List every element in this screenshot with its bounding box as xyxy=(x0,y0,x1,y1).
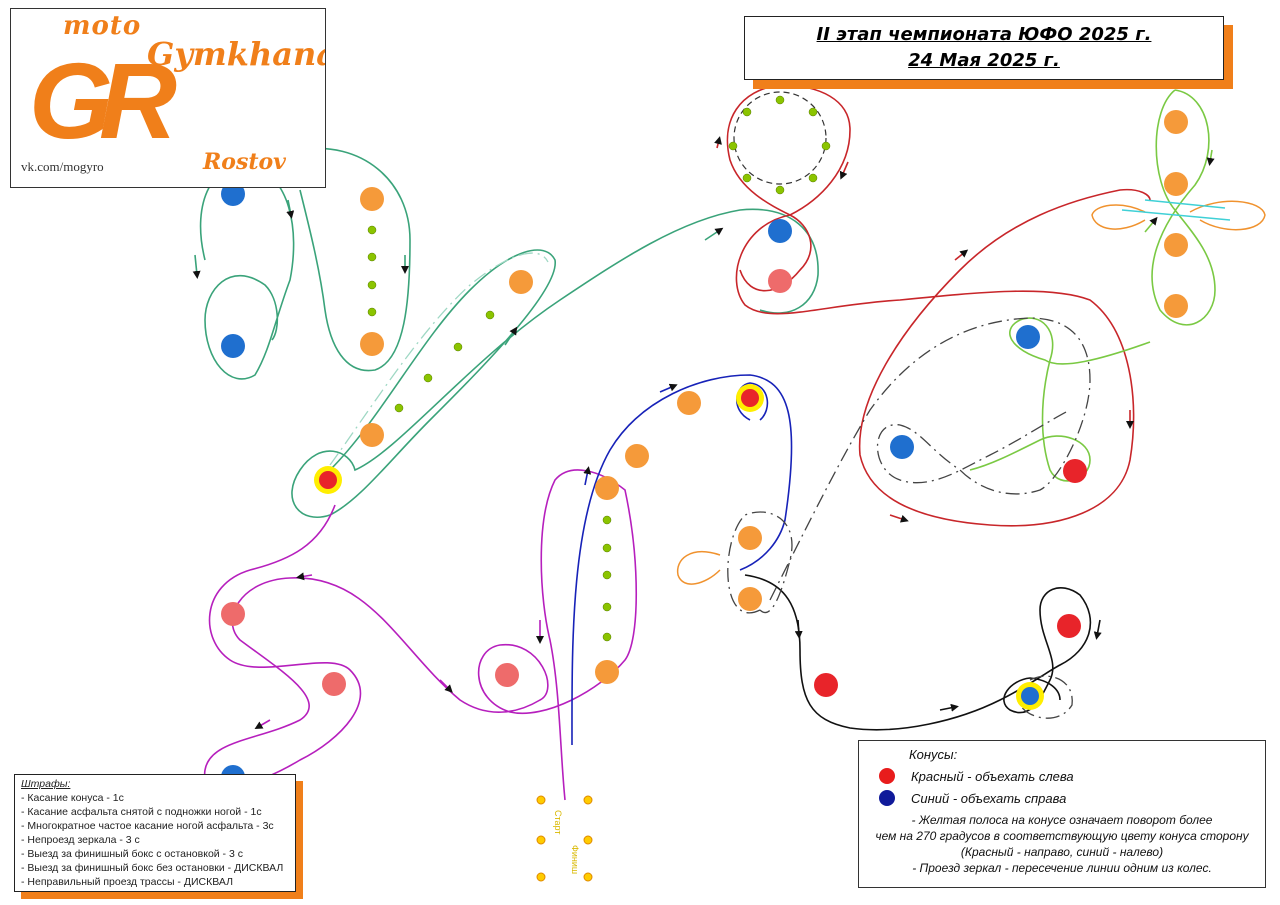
penalty-item: - Многократное частое касание ногой асфа… xyxy=(21,820,274,832)
logo-city-text: Rostov xyxy=(203,149,286,175)
penalty-item: - Выезд за финишный бокс с остановкой - … xyxy=(21,848,243,860)
event-title-panel: II этап чемпионата ЮФО 2025 г. 24 Мая 20… xyxy=(744,16,1224,80)
penalty-item: - Выезд за финишный бокс без остановки -… xyxy=(21,862,284,874)
finish-label: Финиш xyxy=(570,845,580,875)
penalty-item: - Касание конуса - 1с xyxy=(21,792,124,804)
route-teal-dashed xyxy=(329,252,549,466)
penalty-item: - Неправильный проезд трассы - ДИСКВАЛ xyxy=(21,876,233,888)
cones-red xyxy=(814,459,1087,697)
logo-url[interactable]: vk.com/mogyro xyxy=(21,159,104,174)
penalties-title: Штрафы: xyxy=(21,778,71,790)
penalties-panel: Штрафы: - Касание конуса - 1с - Касание … xyxy=(14,774,296,892)
event-title: II этап чемпионата ЮФО 2025 г. xyxy=(816,24,1152,45)
blue-cone-icon xyxy=(879,790,895,806)
cones-red-light xyxy=(221,269,792,696)
penalty-item: - Касание асфальта снятой с подножки ног… xyxy=(21,806,262,818)
start-finish-markers xyxy=(536,795,593,882)
event-date: 24 Мая 2025 г. xyxy=(908,50,1060,71)
route-lightgreen xyxy=(969,89,1216,482)
route-red xyxy=(714,84,1151,527)
logo-moto-text: moto xyxy=(63,11,142,41)
penalty-item: - Непроезд зеркала - 3 с xyxy=(21,834,140,846)
route-black xyxy=(744,574,1102,731)
legend-note: - Проезд зеркал - пересечение линии одни… xyxy=(912,861,1212,875)
cones-orange xyxy=(360,110,1188,684)
cones-blue xyxy=(221,182,1040,789)
legend-panel: Конусы: Красный - объехать слева Синий -… xyxy=(858,740,1266,888)
legend-note: чем на 270 градусов в соответствующую цв… xyxy=(875,829,1249,843)
legend-item-red: Красный - объехать слева xyxy=(869,768,1255,784)
logo-gymkhana-text: Gymkhana xyxy=(147,35,326,73)
cones-highlighted xyxy=(314,384,1044,710)
start-label: Старт xyxy=(553,810,563,835)
route-teal-diagonal xyxy=(291,208,819,518)
legend-note: - Желтая полоса на конусе означает повор… xyxy=(911,813,1213,827)
legend-blue-text: Синий - объехать справа xyxy=(911,790,1067,806)
route-orange-loops xyxy=(676,200,1266,585)
red-cone-icon xyxy=(879,768,895,784)
legend-title: Конусы: xyxy=(909,747,958,762)
route-blue xyxy=(571,374,793,746)
cyan-gate-lines xyxy=(1121,199,1231,221)
legend-note: (Красный - направо, синий - налево) xyxy=(960,845,1164,859)
route-magenta xyxy=(204,469,638,801)
logo-panel: moto Gymkhana GR Rostov vk.com/mogyro xyxy=(10,8,326,188)
green-markers xyxy=(367,95,831,642)
logo-gr-letters: GR xyxy=(29,40,177,161)
route-grey-dashed xyxy=(727,317,1091,719)
legend-red-text: Красный - объехать слева xyxy=(911,768,1074,784)
dashed-circle xyxy=(733,91,827,185)
legend-item-blue: Синий - объехать справа xyxy=(869,790,1255,806)
